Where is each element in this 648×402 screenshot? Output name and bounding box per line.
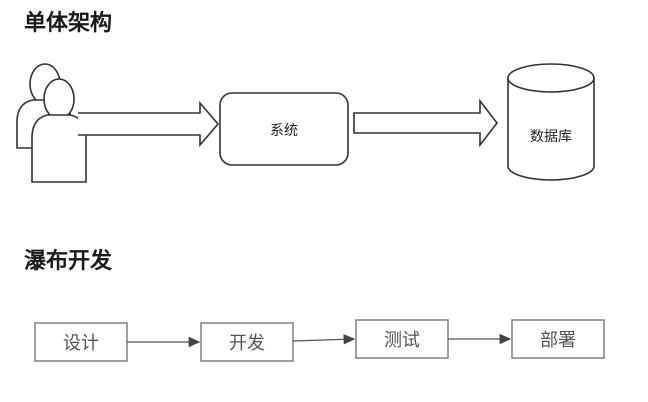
users-to-system-arrow bbox=[78, 100, 220, 148]
arrow-develop-to-test bbox=[292, 334, 356, 345]
step-box-design bbox=[34, 322, 128, 362]
step-label-design: 设计 bbox=[63, 333, 99, 354]
step-label-develop: 开发 bbox=[229, 333, 265, 354]
system-box bbox=[219, 92, 349, 166]
database-icon bbox=[507, 63, 595, 181]
step-box-deploy bbox=[511, 319, 605, 359]
system-label: 系统 bbox=[270, 123, 298, 139]
step-box-develop bbox=[200, 322, 294, 362]
system-to-database-arrow bbox=[353, 98, 499, 148]
step-label-test: 测试 bbox=[384, 330, 420, 351]
waterfall-title: 瀑布开发 bbox=[24, 248, 113, 274]
users-icon bbox=[16, 63, 87, 183]
database-label: 数据库 bbox=[530, 129, 572, 145]
monolith-title: 单体架构 bbox=[24, 10, 112, 36]
step-label-deploy: 部署 bbox=[540, 330, 576, 351]
